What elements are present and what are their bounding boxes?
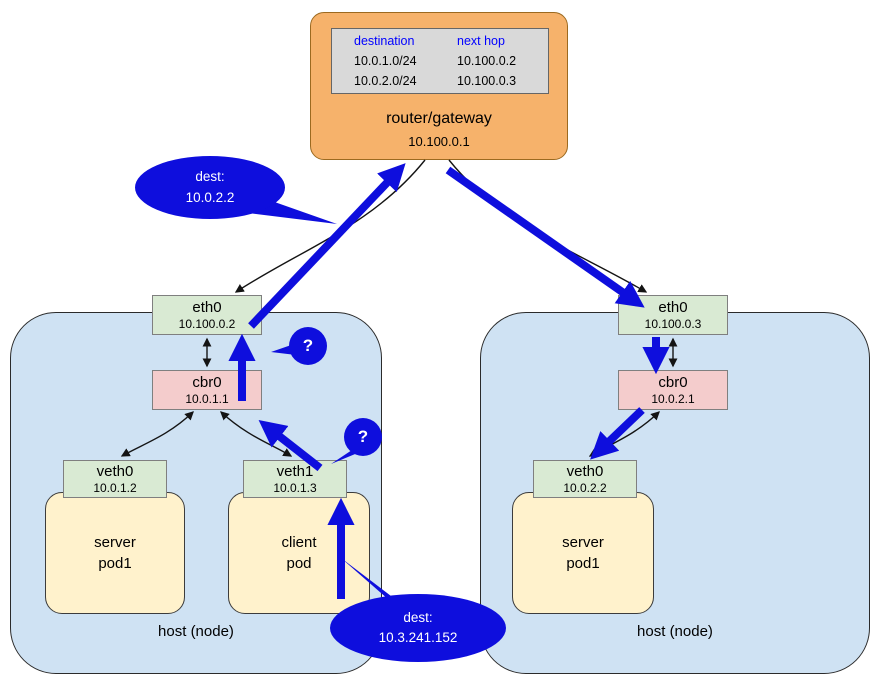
router-ip: 10.100.0.1 xyxy=(408,134,470,149)
left-host-label: host (node) xyxy=(158,623,234,640)
callout-2-line2: 10.3.241.152 xyxy=(378,630,458,645)
question-bubble-eth0: ? xyxy=(289,327,327,365)
left-eth0-interface: eth0 10.100.0.2 xyxy=(152,295,262,335)
left-veth1-name: veth1 xyxy=(276,463,314,481)
right-veth0-ip: 10.0.2.2 xyxy=(563,480,607,495)
flow-router-to-right-eth0 xyxy=(445,166,645,308)
routing-table-cell: 10.0.2.0/24 xyxy=(354,74,417,88)
router-title: router/gateway xyxy=(386,110,492,127)
right-host-label: host (node) xyxy=(637,623,713,640)
left-veth1-ip: 10.0.1.3 xyxy=(273,480,317,495)
callout-1-line1: dest: xyxy=(195,169,225,185)
right-veth0-interface: veth0 10.0.2.2 xyxy=(533,460,637,498)
question-bubble-veth1: ? xyxy=(344,418,382,456)
client-pod: client pod xyxy=(228,492,370,614)
routing-table: destination next hop 10.0.1.0/24 10.100.… xyxy=(331,28,549,94)
routing-table-header-next-hop: next hop xyxy=(457,34,505,48)
link-router-to-right-eth0 xyxy=(448,159,648,293)
left-server-pod-label: server pod1 xyxy=(94,534,136,572)
routing-table-cell: 10.100.0.3 xyxy=(457,74,517,88)
router-gateway-box: destination next hop 10.0.1.0/24 10.100.… xyxy=(310,12,568,160)
right-server-pod-label: server pod1 xyxy=(562,534,604,572)
right-eth0-interface: eth0 10.100.0.3 xyxy=(618,295,728,335)
left-cbr0-name: cbr0 xyxy=(192,374,222,392)
left-veth1-interface: veth1 10.0.1.3 xyxy=(243,460,347,498)
right-eth0-name: eth0 xyxy=(658,299,688,317)
left-veth0-name: veth0 xyxy=(96,463,134,481)
callout-dest-service-ip: dest: 10.3.241.152 xyxy=(330,594,506,662)
left-cbr0-ip: 10.0.1.1 xyxy=(185,391,229,406)
left-cbr0-bridge: cbr0 10.0.1.1 xyxy=(152,370,262,410)
callout-2-line1: dest: xyxy=(403,609,433,625)
right-cbr0-name: cbr0 xyxy=(658,374,688,392)
left-veth0-ip: 10.0.1.2 xyxy=(93,480,137,495)
right-server-pod: server pod1 xyxy=(512,492,654,614)
left-eth0-ip: 10.100.0.2 xyxy=(178,316,236,331)
left-eth0-name: eth0 xyxy=(192,299,222,317)
right-cbr0-ip: 10.0.2.1 xyxy=(651,391,695,406)
callout-dest-pod-ip: dest: 10.0.2.2 xyxy=(135,156,285,219)
right-eth0-ip: 10.100.0.3 xyxy=(644,316,702,331)
right-cbr0-bridge: cbr0 10.0.2.1 xyxy=(618,370,728,410)
right-veth0-name: veth0 xyxy=(566,463,604,481)
routing-table-cell: 10.0.1.0/24 xyxy=(354,54,417,68)
left-server-pod: server pod1 xyxy=(45,492,185,614)
routing-table-header-destination: destination xyxy=(354,34,415,48)
callout-1-line2: 10.0.2.2 xyxy=(185,189,235,205)
routing-table-cell: 10.100.0.2 xyxy=(457,54,517,68)
left-veth0-interface: veth0 10.0.1.2 xyxy=(63,460,167,498)
client-pod-label: client pod xyxy=(281,534,317,572)
